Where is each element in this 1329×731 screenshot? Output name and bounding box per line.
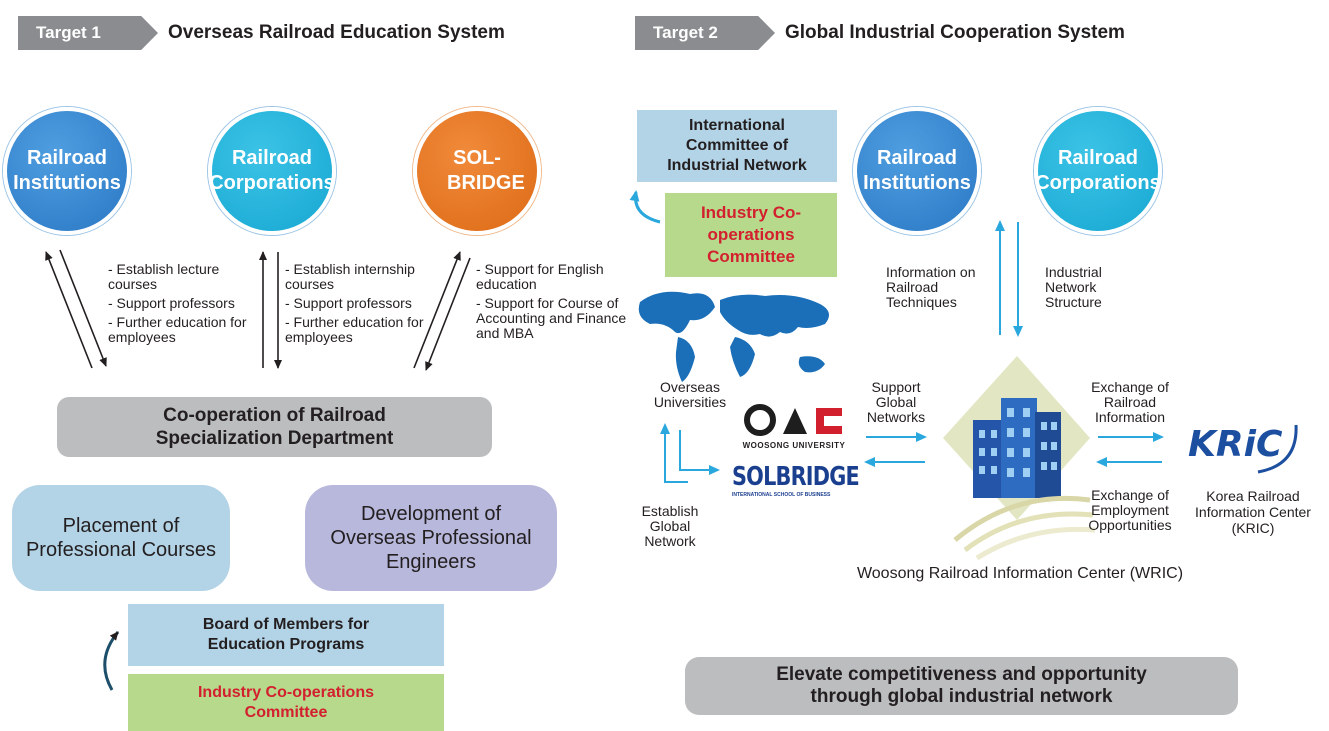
list-solbridge: - Support for English education - Suppor… [476,262,628,345]
board-label: Board of Members for Education Programs [202,616,370,653]
cooperation-box: Co-operation of Railroad Specialization … [57,397,492,457]
solbridge-logo: SOLBRIDGE INTERNATIONAL SCHOOL OF BUSINE… [732,462,860,498]
kric-logo: KRiC [1188,420,1308,480]
left-industry-label: Industry Co-operations Committee [197,683,374,721]
curve-arrow-board [103,631,120,691]
conclusion-label: Elevate competitiveness and opportunity … [776,664,1147,707]
establish-network-label: Establish Global Network [641,503,699,549]
right-circle-institutions-label: Railroad Institutions [863,147,971,194]
exchange-employment-label: Exchange of Employment Opportunities [1088,487,1172,533]
conclusion-box: Elevate competitiveness and opportunity … [685,657,1238,715]
list-corporations: - Establish internship courses - Support… [285,262,445,349]
board-box: Board of Members for Education Programs [128,604,444,666]
target-2-tag: Target 2 [635,16,775,50]
kric-logo-text: KRiC [1188,424,1283,465]
left-circle-solbridge: SOL-BRIDGE [413,107,541,235]
placement-label: Placement of Professional Courses [25,515,217,561]
kric-swoosh-icon [1257,424,1298,474]
arrow-up-solbridge [413,251,461,369]
list-item: - Establish internship courses [285,261,415,292]
arrow-overseas-up [660,423,688,483]
left-circle-institutions-label: Railroad Institutions [13,147,121,194]
solbridge-logo-text: SOLBRIDGE [732,462,860,492]
left-circle-corporations: Railroad Corporations [208,107,336,235]
solbridge-logo-sub: INTERNATIONAL SCHOOL OF BUSINESS [732,492,831,498]
list-item: - Further education for employees [285,314,424,345]
arrow-up-institutions [45,251,93,369]
right-industry-label: Industry Co-operations Committee [700,203,802,266]
target-2-title: Global Industrial Cooperation System [785,22,1125,43]
exchange-railroad-label: Exchange of Railroad Information [1091,379,1169,425]
left-circle-solbridge-label: SOL-BRIDGE [447,147,525,194]
list-institutions: - Establish lecture courses - Support pr… [108,262,268,349]
left-circle-institutions: Railroad Institutions [3,107,131,235]
placement-box: Placement of Professional Courses [12,485,230,591]
wric-name-label: Woosong Railroad Information Center (WRI… [856,565,1184,582]
arrow-overseas-right [679,430,720,475]
right-circle-corporations: Railroad Corporations [1034,107,1162,235]
list-item: - Support professors [108,295,235,311]
kric-name-label: Korea Railroad Information Center (KRIC) [1195,488,1311,536]
list-item: - Further education for employees [108,314,247,345]
world-map-icon [638,291,829,382]
woosong-mark-icon [744,404,842,436]
cooperation-label: Co-operation of Railroad Specialization … [155,405,394,449]
list-item: - Support for English education [476,261,604,292]
support-networks-label: Support Global Networks [866,379,926,425]
international-committee-label: International Committee of Industrial Ne… [667,117,807,174]
right-circle-corporations-label: Railroad Corporations [1035,147,1161,194]
development-box: Development of Overseas Professional Eng… [305,485,557,591]
curve-arrow-international [629,190,661,224]
international-committee-box: International Committee of Industrial Ne… [637,110,837,182]
network-structure-label: Industrial Network Structure [1045,264,1102,310]
left-industry-box: Industry Co-operations Committee [128,674,444,731]
left-circle-corporations-label: Railroad Corporations [209,147,335,194]
info-techniques-label: Information on Railroad Techniques [886,264,976,310]
development-label: Development of Overseas Professional Eng… [330,503,532,573]
right-circle-institutions: Railroad Institutions [853,107,981,235]
building-icon [943,356,1096,560]
list-item: - Support for Course of Accounting and F… [476,295,627,341]
arrow-down-solbridge [425,257,471,371]
woosong-logo-text: WOOSONG UNIVERSITY [742,441,846,450]
woosong-logo: WOOSONG UNIVERSITY [738,402,850,452]
overseas-universities-label: Overseas Universities [653,379,727,410]
target-1-tag: Target 1 [18,16,158,50]
list-item: - Establish lecture courses [108,261,220,292]
list-item: - Support professors [285,295,412,311]
target-1-title: Overseas Railroad Education System [168,22,505,43]
right-industry-box: Industry Co-operations Committee [665,193,837,277]
arrow-down-institutions [59,249,107,367]
